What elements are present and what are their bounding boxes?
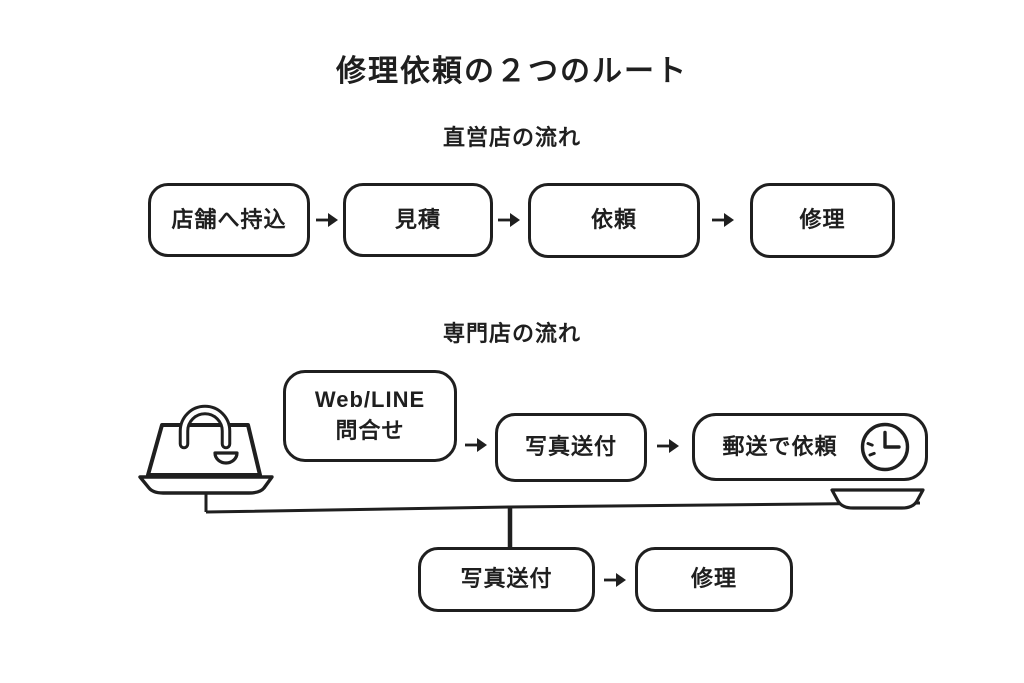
step-label: 店舗へ持込 <box>171 206 287 232</box>
step-repair-bottom: 修理 <box>635 547 793 612</box>
balance-scale-graphic <box>138 475 925 550</box>
clock-icon <box>860 422 910 472</box>
arrow-right-icon <box>712 213 734 227</box>
step-web-line-inquiry: Web/LINE 問合せ <box>283 370 457 462</box>
arrow-right-icon <box>465 438 487 452</box>
arrow-right-icon <box>604 573 626 587</box>
step-label: 修理 <box>799 207 846 233</box>
left-tray <box>138 475 274 495</box>
direct-flow-subtitle: 直営店の流れ <box>442 125 581 150</box>
right-tray <box>830 488 925 510</box>
step-bring-to-store: 店舗へ持込 <box>148 183 310 257</box>
specialty-flow-subtitle: 専門店の流れ <box>442 321 581 346</box>
arrow-right-icon <box>316 213 338 227</box>
step-mail-request: 郵送で依頼 <box>692 413 928 481</box>
arrow-right-icon <box>498 213 520 227</box>
handbag-icon <box>146 404 262 477</box>
step-label: 見積 <box>394 206 441 232</box>
step-label: 依頼 <box>590 207 637 233</box>
step-label: 修理 <box>690 566 737 592</box>
step-label: 写真送付 <box>460 566 553 592</box>
step-repair: 修理 <box>750 183 895 258</box>
step-estimate: 見積 <box>343 183 493 257</box>
bag-clasp <box>213 451 239 465</box>
arrow-right-icon <box>657 439 679 453</box>
step-send-photos: 写真送付 <box>495 413 647 482</box>
step-label: Web/LINE 問合せ <box>314 387 426 443</box>
step-request: 依頼 <box>528 183 700 258</box>
step-label: 写真送付 <box>524 434 617 460</box>
step-label: 郵送で依頼 <box>722 433 838 459</box>
page-title: 修理依頼の２つのルート <box>336 55 688 88</box>
step-send-photos-bottom: 写真送付 <box>418 547 595 612</box>
